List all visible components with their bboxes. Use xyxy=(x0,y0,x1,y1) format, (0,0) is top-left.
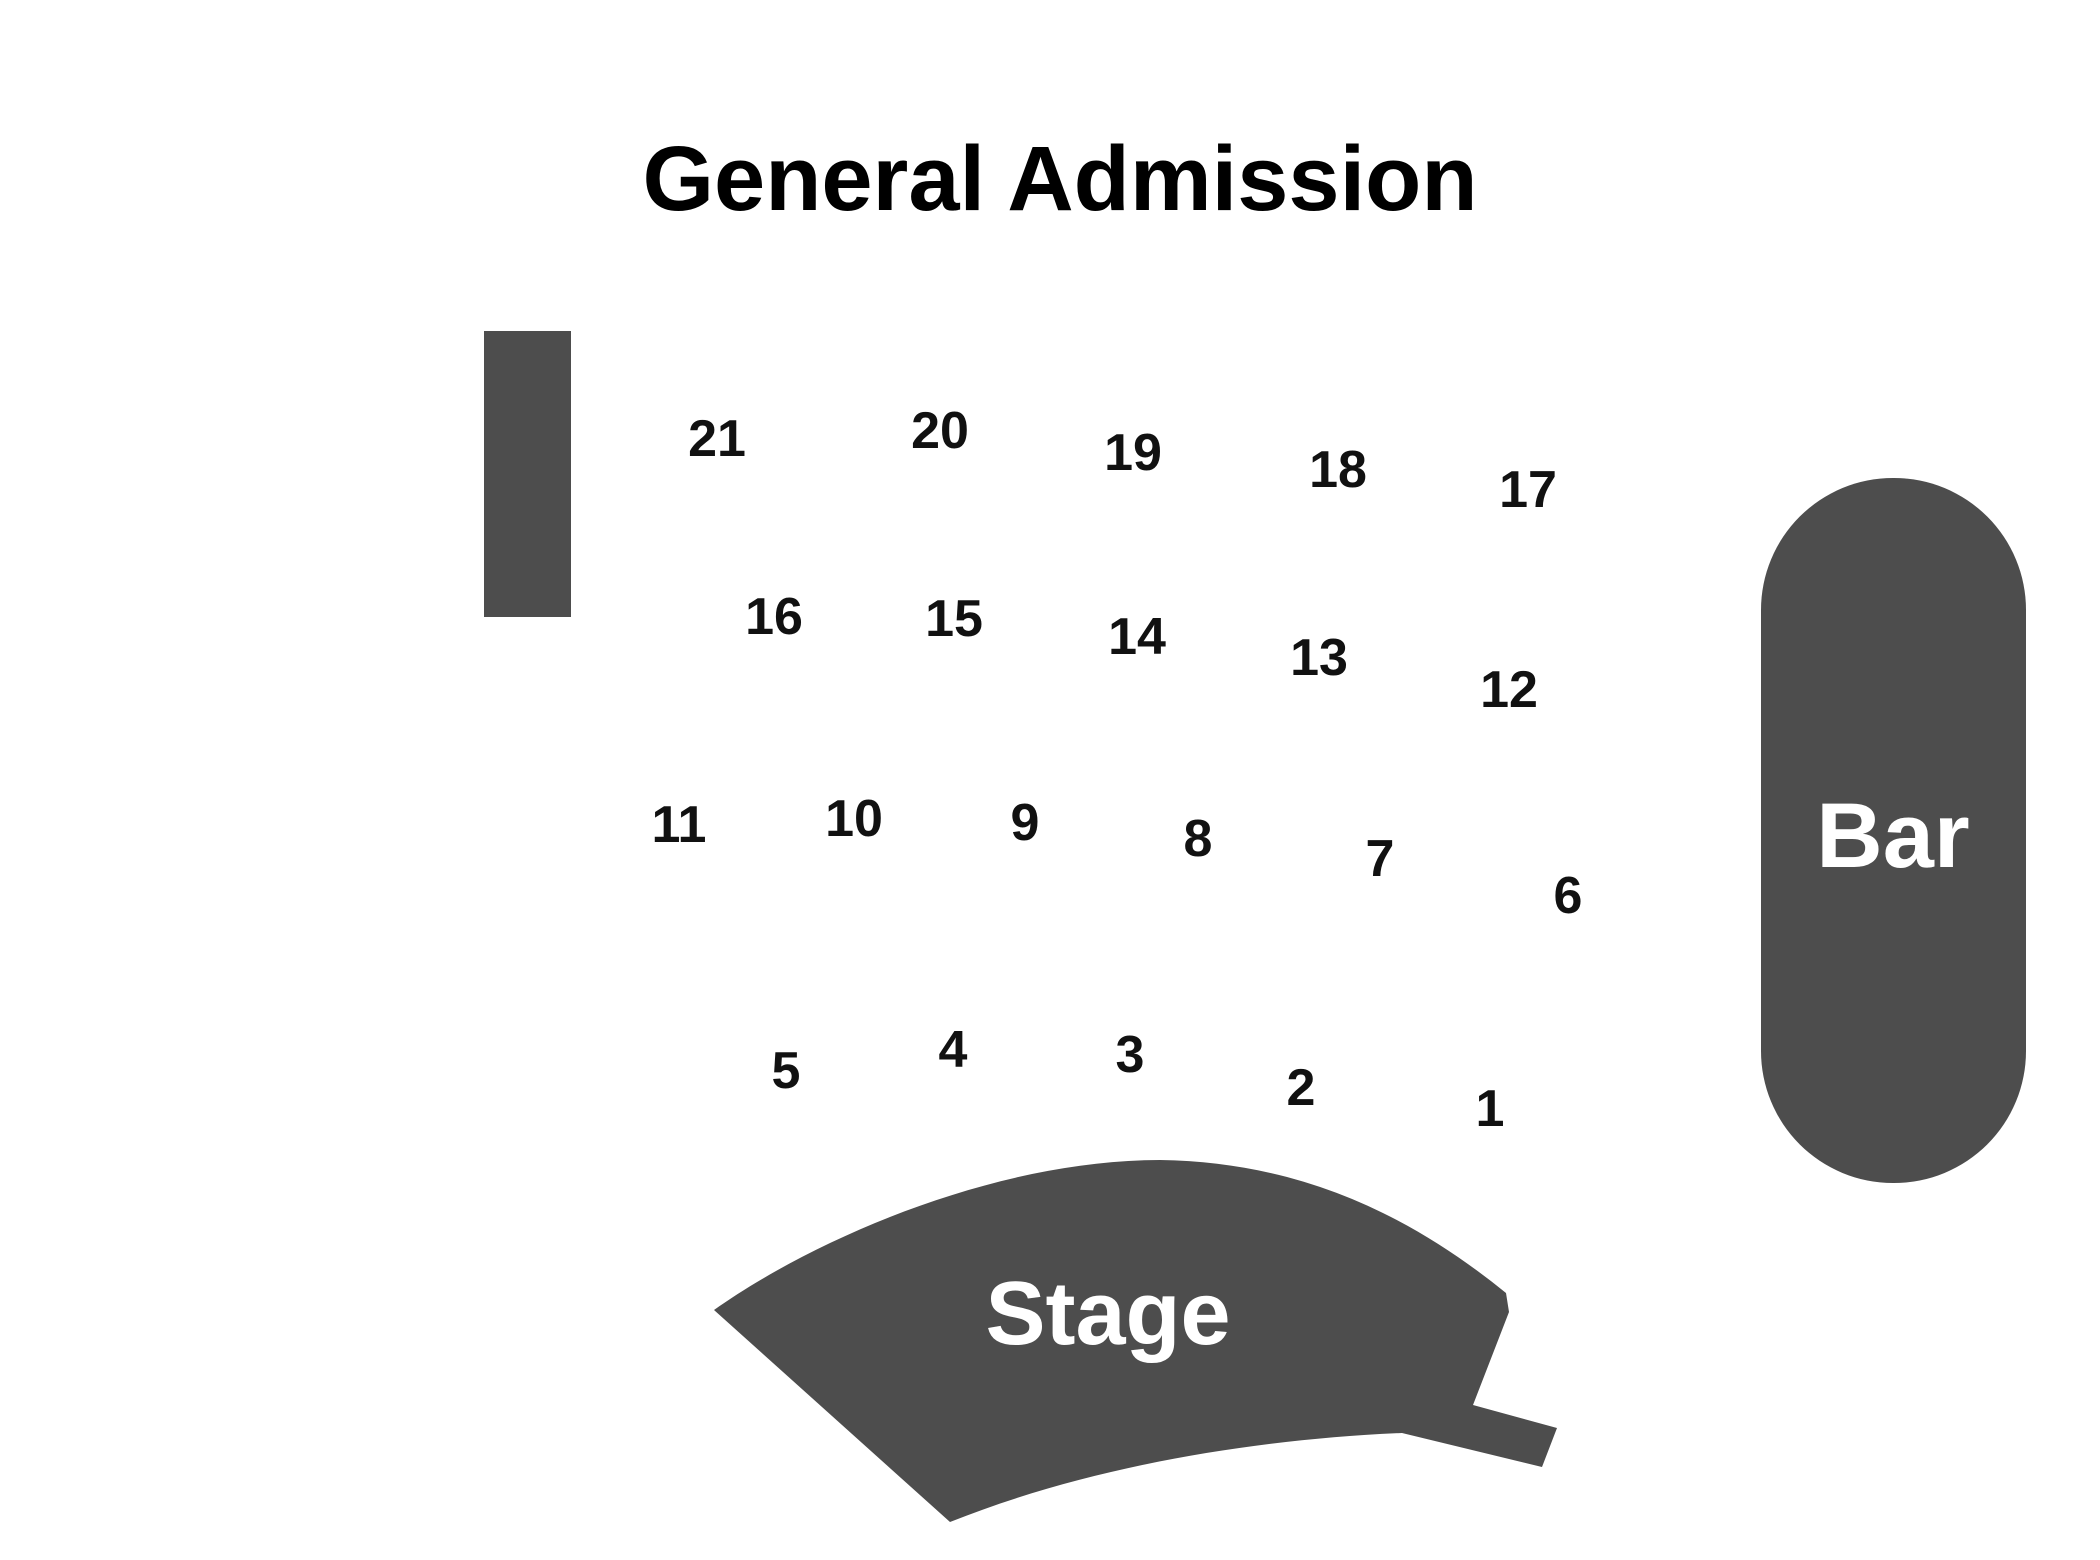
table-label-9[interactable]: 9 xyxy=(1011,794,1040,852)
table-label-5[interactable]: 5 xyxy=(772,1042,801,1100)
table-label-8[interactable]: 8 xyxy=(1184,810,1213,868)
table-label-17[interactable]: 17 xyxy=(1499,461,1557,519)
bar-shape[interactable] xyxy=(1761,478,2026,1183)
table-label-1[interactable]: 1 xyxy=(1476,1080,1505,1138)
stage-label: Stage xyxy=(985,1264,1230,1364)
table-label-20[interactable]: 20 xyxy=(911,402,969,460)
table-label-13[interactable]: 13 xyxy=(1290,629,1348,687)
table-label-18[interactable]: 18 xyxy=(1309,441,1367,499)
table-label-21[interactable]: 21 xyxy=(688,410,746,468)
table-label-10[interactable]: 10 xyxy=(825,790,883,848)
table-label-3[interactable]: 3 xyxy=(1116,1026,1145,1084)
table-label-11[interactable]: 11 xyxy=(652,796,707,854)
table-label-4[interactable]: 4 xyxy=(939,1021,968,1079)
table-label-16[interactable]: 16 xyxy=(745,588,803,646)
side-block xyxy=(484,331,571,617)
stage-zone[interactable]: Stage xyxy=(714,1160,1557,1522)
bar-zone[interactable]: Bar xyxy=(1761,478,2026,1183)
table-label-12[interactable]: 12 xyxy=(1480,661,1538,719)
table-label-7[interactable]: 7 xyxy=(1366,830,1395,888)
map-title: General Admission xyxy=(642,128,1477,230)
table-label-2[interactable]: 2 xyxy=(1287,1059,1316,1117)
table-label-19[interactable]: 19 xyxy=(1104,424,1162,482)
table-labels: 1 2 3 4 5 6 7 8 9 10 11 12 13 14 15 16 1… xyxy=(652,402,1583,1138)
table-label-14[interactable]: 14 xyxy=(1108,608,1166,666)
table-label-6[interactable]: 6 xyxy=(1554,867,1583,925)
table-label-15[interactable]: 15 xyxy=(925,590,983,648)
stage-shape[interactable] xyxy=(714,1160,1557,1522)
bar-label: Bar xyxy=(1816,785,1969,887)
